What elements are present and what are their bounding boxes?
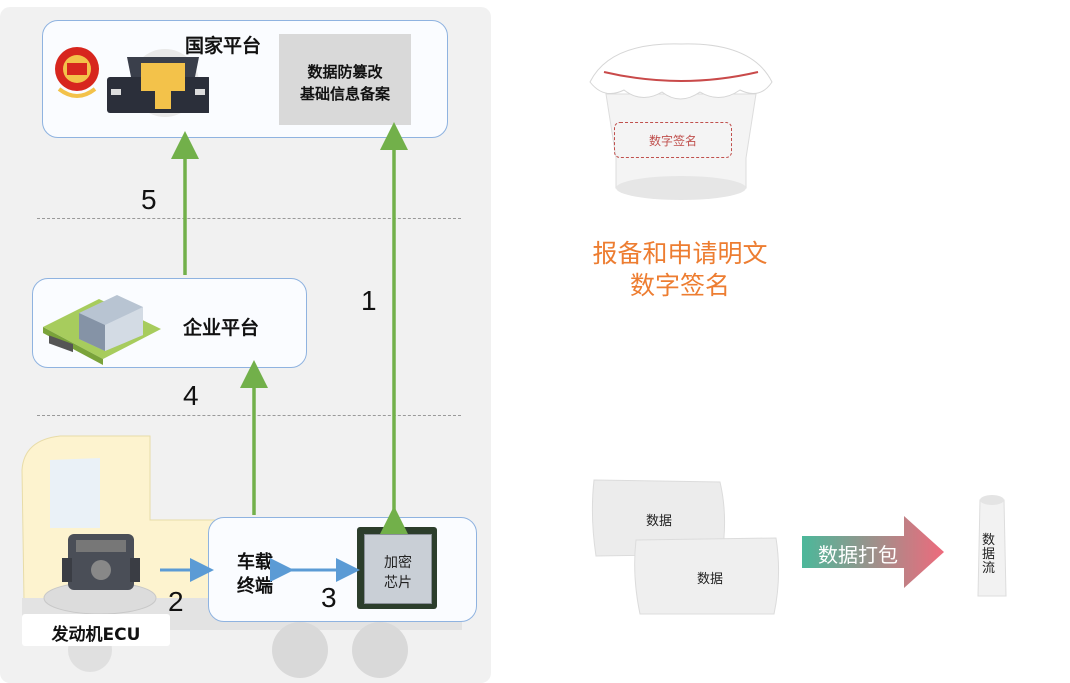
step-4-label: 4 [183, 380, 199, 411]
separator-line [37, 415, 461, 416]
record-box-line1: 数据防篡改 [307, 63, 383, 81]
vehicle-terminal-line1: 车载 [237, 552, 273, 573]
engine-ecu-title: 发动机ECU [51, 625, 141, 645]
separator-line [37, 218, 461, 219]
data-sheets-icon [591, 479, 780, 615]
national-emblem-icon [55, 47, 99, 98]
factory-building-icon [43, 295, 161, 365]
jar-caption-line2: 数字签名 [629, 271, 730, 300]
step-3-label: 3 [321, 582, 337, 613]
flow-arrows [160, 122, 408, 582]
engine-ecu-label-box: 发动机ECU [22, 614, 170, 646]
enterprise-platform-box: 企业平台 [32, 278, 307, 368]
step-2-label: 2 [168, 586, 184, 617]
jar-caption-line1: 报备和申请明文 [592, 239, 768, 268]
vehicle-terminal-line2: 终端 [237, 576, 273, 597]
data-sheet-1-label: 数据 [646, 514, 673, 529]
signature-label-box: 数字签名 [614, 122, 732, 158]
vehicle-terminal-box: 车载 终端 加密 芯片 [208, 517, 477, 622]
data-stream-label: 数据流 [982, 533, 996, 576]
data-sheet-2-label: 数据 [697, 572, 724, 587]
step-1-label: 1 [361, 285, 377, 316]
chip-label-line1: 加密 [384, 555, 412, 571]
sealed-jar-icon [589, 43, 773, 200]
national-platform-title: 国家平台 [185, 35, 262, 57]
pack-arrow [802, 516, 944, 588]
enterprise-platform-title: 企业平台 [183, 317, 260, 339]
national-platform-box: 国家平台 数据防篡改 基础信息备案 [42, 20, 448, 138]
data-stream-scroll-icon [977, 495, 1007, 597]
signature-label: 数字签名 [648, 134, 697, 148]
engine-icon [43, 534, 157, 615]
government-building-icon [107, 49, 209, 117]
encryption-chip: 加密 芯片 [357, 527, 437, 609]
record-box: 数据防篡改 基础信息备案 [279, 34, 411, 125]
step-5-label: 5 [141, 184, 157, 215]
chip-label-line2: 芯片 [384, 575, 412, 591]
record-box-line2: 基础信息备案 [299, 85, 390, 103]
chip-die: 加密 芯片 [364, 534, 432, 604]
pack-arrow-label: 数据打包 [818, 543, 898, 567]
